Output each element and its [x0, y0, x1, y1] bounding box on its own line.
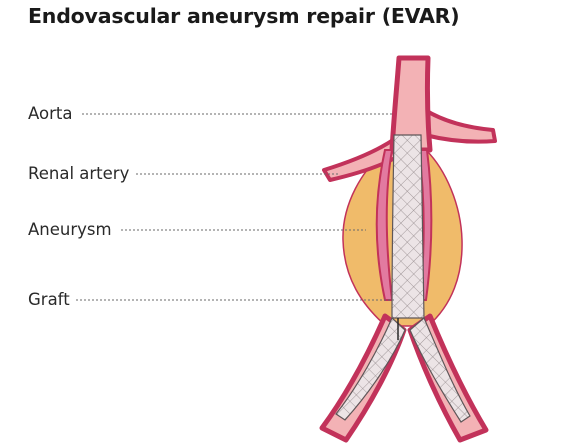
diagram-title: Endovascular aneurysm repair (EVAR) [28, 4, 460, 28]
stent-graft-left-limb [335, 316, 406, 421]
aorta-vessel [389, 55, 433, 153]
right-renal-artery [423, 108, 497, 144]
label-aneurysm: Aneurysm [28, 220, 112, 239]
label-aorta: Aorta [28, 104, 72, 123]
stent-graft-right-limb [409, 317, 471, 423]
label-renal-artery: Renal artery [28, 164, 130, 183]
stent-graft-body [391, 134, 425, 319]
label-graft: Graft [28, 290, 70, 309]
